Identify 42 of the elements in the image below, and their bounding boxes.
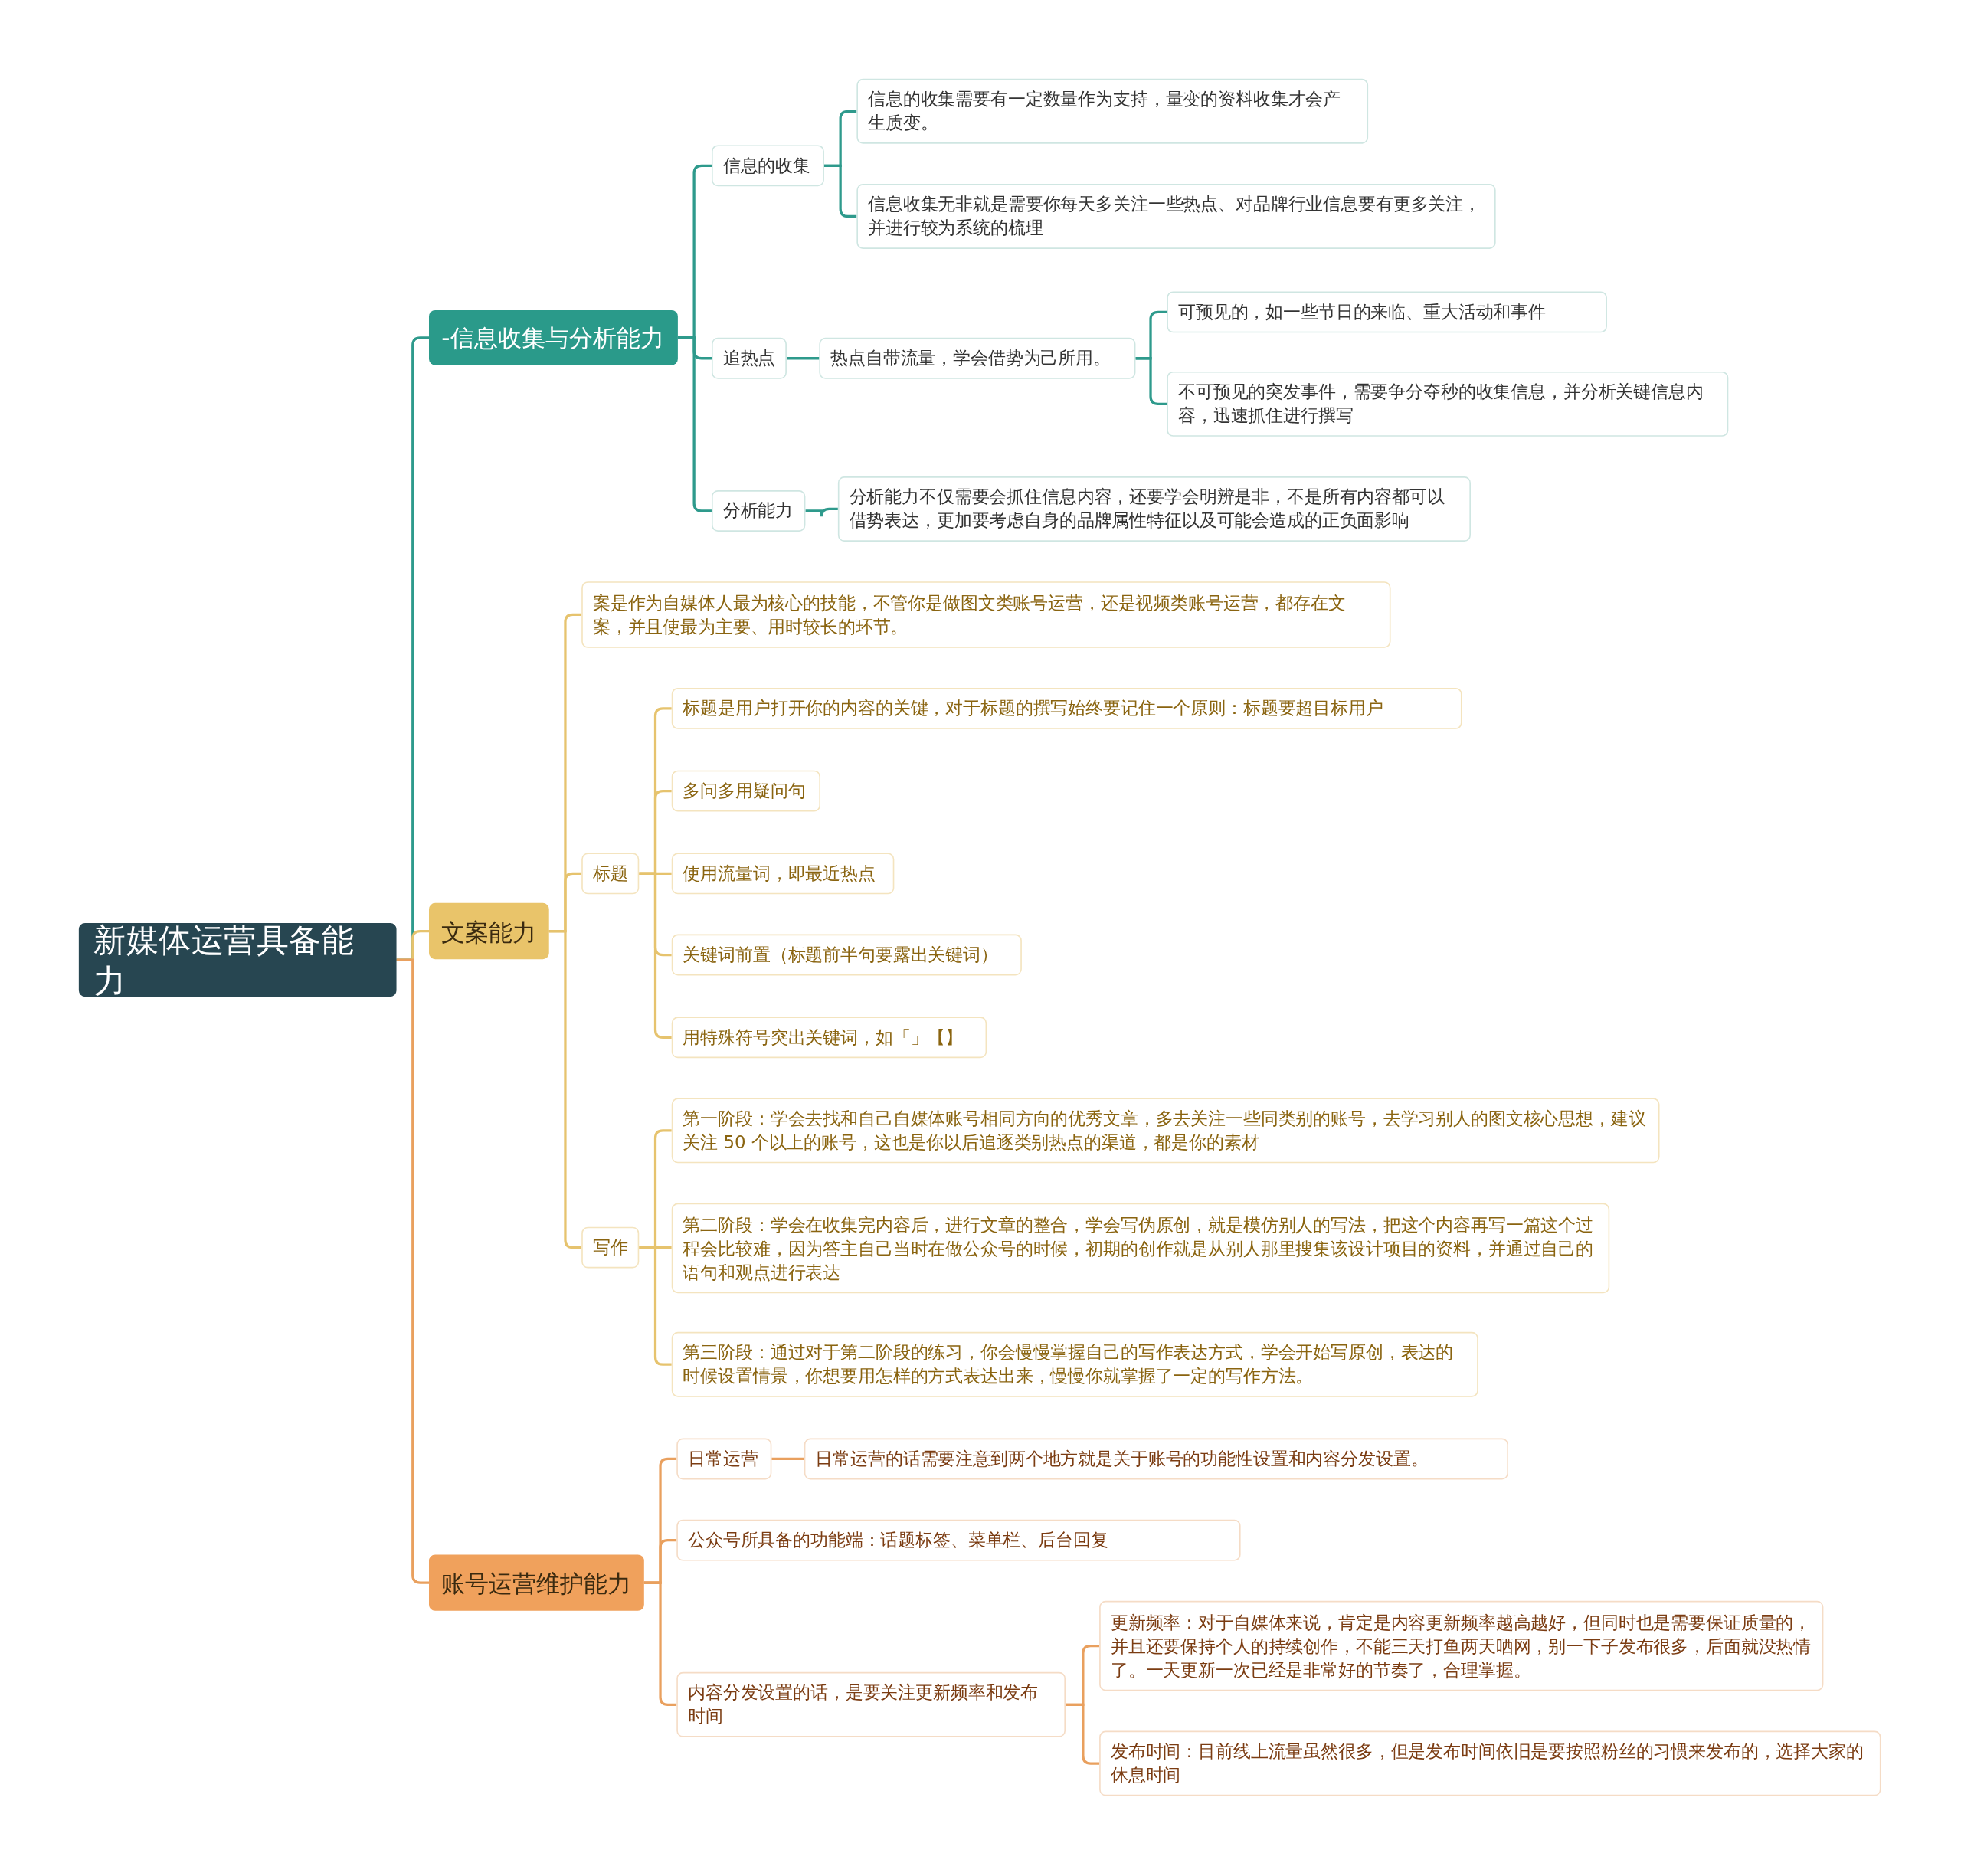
subtopic-box: 追热点	[712, 337, 787, 379]
connector-line	[805, 507, 838, 518]
subtopic-box: 写作	[581, 1226, 640, 1269]
subtopic-box: 热点自带流量，学会借势为己所用。	[819, 337, 1136, 379]
note-box: 公众号所具备的功能端：话题标签、菜单栏、后台回复	[676, 1519, 1241, 1561]
connector-line	[1066, 1703, 1100, 1765]
connector-line	[786, 357, 820, 360]
note-box: 信息收集无非就是需要你每天多关注一些热点、对品牌行业信息要有更多关注，并进行较为系统的梳理	[856, 184, 1496, 249]
connector-line	[396, 958, 429, 1584]
note-box: 更新频率：对于自媒体来说，肯定是内容更新频率越高越好，但同时也是需要保证质量的，并且还要保持个人的持续创作，不能三天打鱼两天晒网，别一下子发布很多，后面就没热情了。一天更新一次已经是非常好的节奏了，合理掌握。	[1099, 1600, 1824, 1691]
note-box: 用特殊符号突出关键词，如「」【】	[671, 1017, 987, 1059]
note-box: 案是作为自媒体人最为核心的技能，不管你是做图文类账号运营，还是视频类账号运营，都存在文案，并且使最为主要、用时较长的环节。	[581, 581, 1391, 648]
note-box: 分析能力不仅需要会抓住信息内容，还要学会明辨是非，不是所有内容都可以借势表达，更加要考虑自身的品牌属性特征以及可能会造成的正负面影响	[837, 476, 1471, 542]
subtopic-box: 分析能力	[712, 490, 806, 532]
connector-line	[639, 872, 672, 1039]
note-box: 不可预见的突发事件，需要争分夺秒的收集信息，并分析关键信息内容，迅速抓住进行撰写	[1167, 371, 1729, 437]
connector-line	[771, 1457, 804, 1461]
subtopic-box: 内容分发设置的话，是要关注更新频率和发布时间	[676, 1671, 1066, 1737]
note-box: 第一阶段：学会去找和自己自媒体账号相同方向的优秀文章，多去关注一些同类别的账号，去学习别人的图文核心思想，建议关注 50 个以上的账号，这也是你以后追逐类别热点的渠道，都是你的素材	[671, 1098, 1660, 1164]
note-box: 发布时间：目前线上流量虽然很多，但是发布时间依旧是要按照粉丝的习惯来发布的，选择大家的休息时间	[1099, 1730, 1881, 1796]
connector-line	[1135, 357, 1167, 405]
note-box: 信息的收集需要有一定数量作为支持，量变的资料收集才会产生质变。	[856, 78, 1369, 144]
note-box: 多问多用疑问句	[671, 770, 820, 812]
note-box: 使用流量词，即最近热点	[671, 853, 895, 895]
connector-line	[823, 164, 857, 218]
subtopic-box: 信息的收集	[712, 145, 824, 187]
main-topic-box: 文案能力	[429, 902, 549, 960]
subtopic-box: 标题	[581, 853, 640, 895]
connector-line	[548, 929, 582, 1249]
subtopic-box: 日常运营	[676, 1438, 772, 1480]
note-box: 关键词前置（标题前半句要露出关键词）	[671, 934, 1022, 976]
note-box: 可预见的，如一些节日的来临、重大活动和事件	[1167, 291, 1607, 333]
note-box: 第三阶段：通过对于第二阶段的练习，你会慢慢掌握自己的写作表达方式，学会开始写原创，表达的时候设置情景，你想要用怎样的方式表达出来，慢慢你就掌握了一定的写作方法。	[671, 1331, 1478, 1397]
note-box: 第二阶段：学会在收集完内容后，进行文章的整合，学会写伪原创，就是模仿别人的写法，把这个内容再写一篇这个过程会比较难，因为答主自己当时在做公众号的时候，初期的创作就是从别人那里搜集该设计项目的资料，并通过自己的语句和观点进行表达	[671, 1203, 1610, 1294]
connector-line	[677, 336, 712, 512]
connector-line	[643, 1581, 677, 1706]
note-box: 日常运营的话需要注意到两个地方就是关于账号的功能性设置和内容分发设置。	[804, 1438, 1508, 1480]
root-topic-box: 新媒体运营具备能力	[78, 922, 397, 997]
note-box: 标题是用户打开你的内容的关键，对于标题的撰写始终要记住一个原则：标题要超目标用户	[671, 687, 1462, 729]
main-topic-box: 账号运营维护能力	[429, 1554, 644, 1611]
main-topic-box: -信息收集与分析能力	[429, 309, 678, 365]
connector-line	[639, 1246, 672, 1366]
